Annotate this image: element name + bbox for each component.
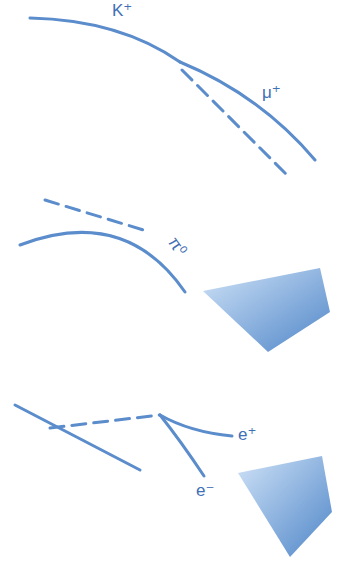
calorimeter-block <box>203 268 330 352</box>
particle-label: μ⁺ <box>262 84 281 101</box>
particle-label: K⁺ <box>112 2 132 19</box>
charged-track <box>15 405 140 470</box>
particle-label: e⁻ <box>196 482 214 499</box>
positron-track <box>160 415 232 436</box>
kaon-track <box>30 18 180 62</box>
particle-label: π⁰ <box>165 234 190 259</box>
charged-track <box>20 232 185 292</box>
photon-track <box>50 415 160 428</box>
neutral-track <box>45 200 150 232</box>
muon-track <box>180 62 315 160</box>
calorimeter-block <box>238 456 332 557</box>
particle-label: e⁺ <box>238 426 256 443</box>
electron-track <box>160 415 204 476</box>
neutrino-track <box>182 70 290 178</box>
